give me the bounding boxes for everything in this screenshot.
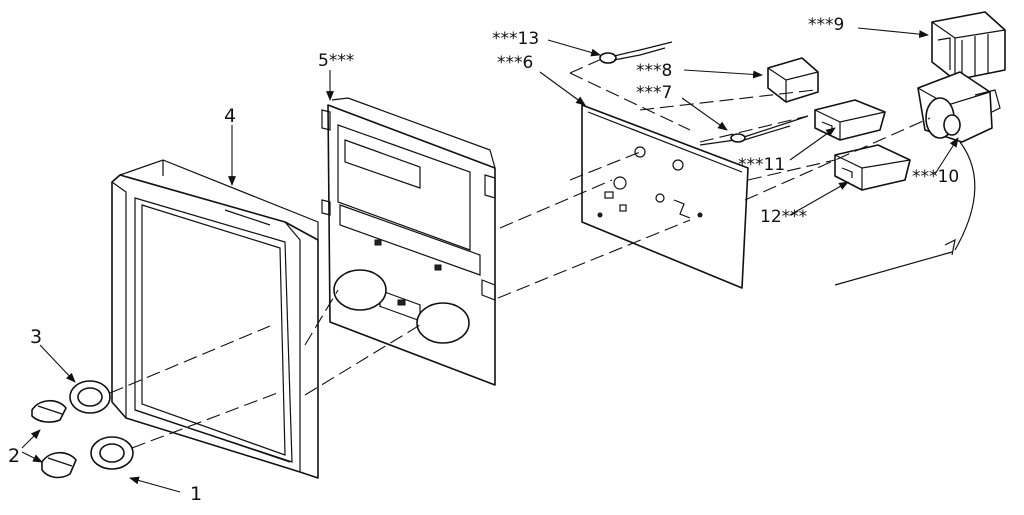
label-part-12: 12*** — [760, 207, 807, 227]
part-2-knob-lower — [41, 451, 77, 479]
label-part-8: ***8 — [636, 61, 672, 81]
label-part-10: ***10 — [912, 167, 959, 187]
part-6-circuit-board — [581, 104, 749, 289]
leader-lines — [21, 27, 959, 493]
part-10-motor — [834, 71, 1001, 286]
callout-labels: 1 2 3 4 5*** ***6 ***7 ***8 ***9 ***10 *… — [8, 15, 959, 505]
part-8-relay — [767, 57, 819, 103]
part-9-transformer — [931, 11, 1006, 81]
label-part-2: 2 — [8, 445, 20, 467]
part-7-fuse — [699, 115, 809, 146]
part-11-module — [814, 99, 886, 141]
label-part-13: ***13 — [492, 29, 539, 49]
alignment-lines — [109, 57, 931, 449]
label-part-9: ***9 — [808, 15, 844, 35]
part-13-sensor — [599, 41, 673, 64]
label-part-5: 5*** — [318, 51, 354, 71]
label-part-11: ***11 — [738, 155, 785, 175]
part-3-knob-ring-lower — [90, 436, 134, 470]
part-4-frame — [111, 159, 319, 479]
part-2-knob-upper — [31, 399, 67, 423]
label-part-7: ***7 — [636, 83, 672, 103]
label-part-3: 3 — [30, 326, 42, 348]
label-part-6: ***6 — [497, 53, 533, 73]
part-5-control-panel — [321, 97, 496, 386]
part-12-module — [834, 144, 911, 191]
label-part-1: 1 — [190, 483, 202, 505]
label-part-4: 4 — [224, 105, 236, 127]
part-3-knob-ring-upper — [69, 380, 111, 414]
